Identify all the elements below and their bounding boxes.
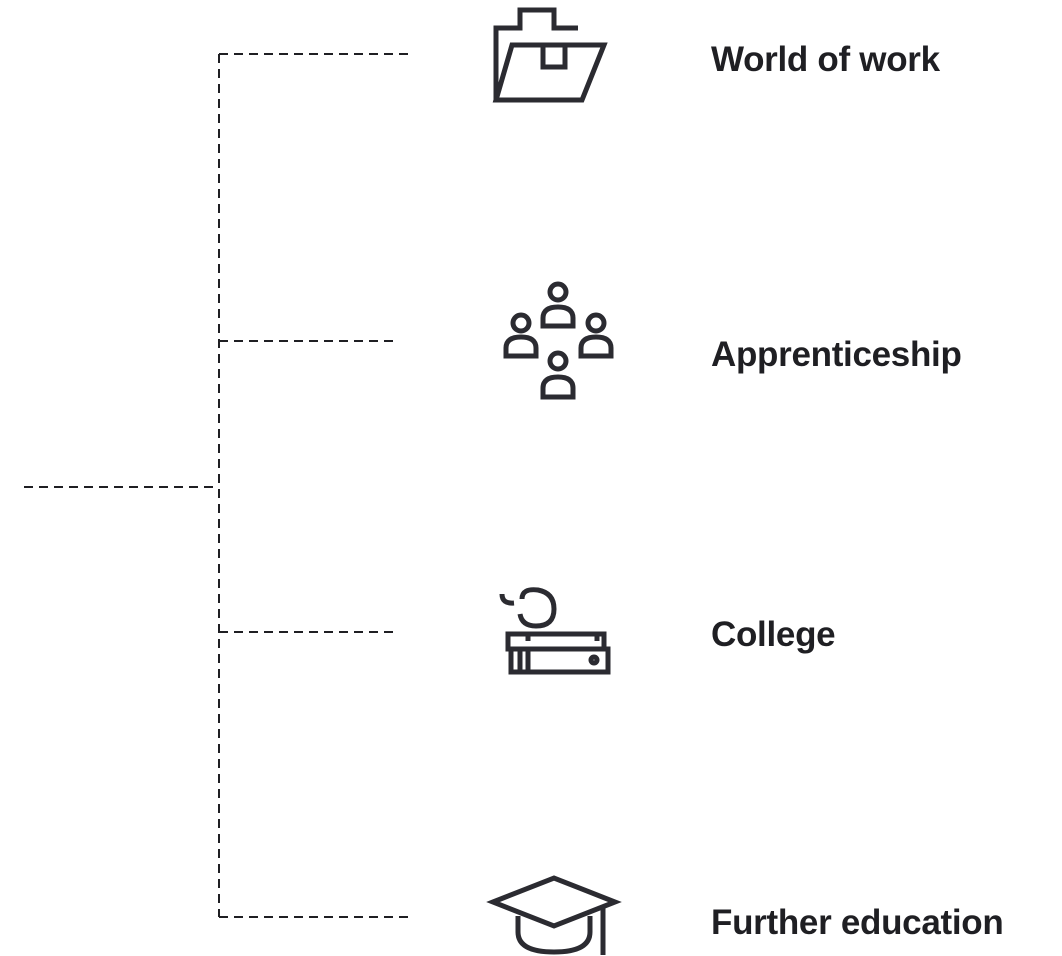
option-label-world-of-work: World of work <box>711 40 940 79</box>
people-group-icon <box>500 281 616 402</box>
option-label-college: College <box>711 615 836 654</box>
folder-briefcase-icon <box>490 5 610 105</box>
graduation-cap-icon <box>486 874 624 956</box>
option-label-apprenticeship: Apprenticeship <box>711 335 962 374</box>
option-label-further-education: Further education <box>711 903 1004 942</box>
apple-on-books-icon <box>499 586 612 678</box>
